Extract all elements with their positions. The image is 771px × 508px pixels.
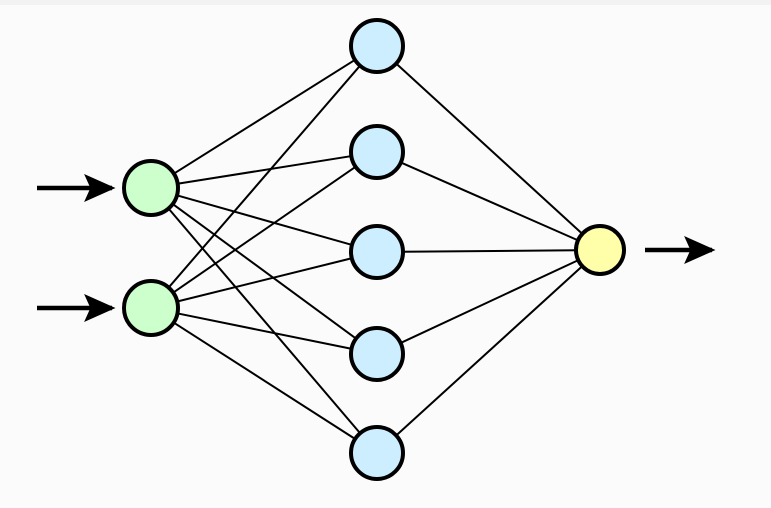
edge-h5-o1 [394, 264, 584, 437]
edge-i1-h3 [175, 194, 354, 247]
edge-i1-h1 [172, 58, 357, 176]
edge-h1-o1 [394, 62, 584, 236]
edge-i1-h5 [167, 207, 362, 435]
edge-h4-o1 [399, 258, 580, 345]
edge-i2-h2 [171, 165, 357, 295]
edge-i1-h4 [171, 202, 358, 341]
node-hidden-4[interactable] [349, 326, 405, 382]
edge-i2-h4 [176, 312, 353, 350]
node-hidden-2[interactable] [349, 124, 405, 180]
edge-i2-h1 [167, 64, 362, 289]
edge-i2-h3 [175, 257, 353, 303]
edge-layer [167, 58, 584, 441]
node-hidden-3[interactable] [349, 224, 405, 280]
arrow-layer [37, 174, 716, 322]
node-output-1[interactable] [574, 224, 626, 276]
edge-h2-o1 [399, 161, 580, 242]
edge-i2-h5 [172, 321, 357, 441]
edge-i1-h2 [176, 154, 353, 185]
node-hidden-5[interactable] [349, 425, 405, 481]
node-layer [122, 18, 626, 481]
node-hidden-1[interactable] [349, 18, 405, 74]
node-input-2[interactable] [122, 279, 180, 337]
edge-h3-o1 [401, 249, 578, 253]
node-input-1[interactable] [122, 159, 180, 217]
